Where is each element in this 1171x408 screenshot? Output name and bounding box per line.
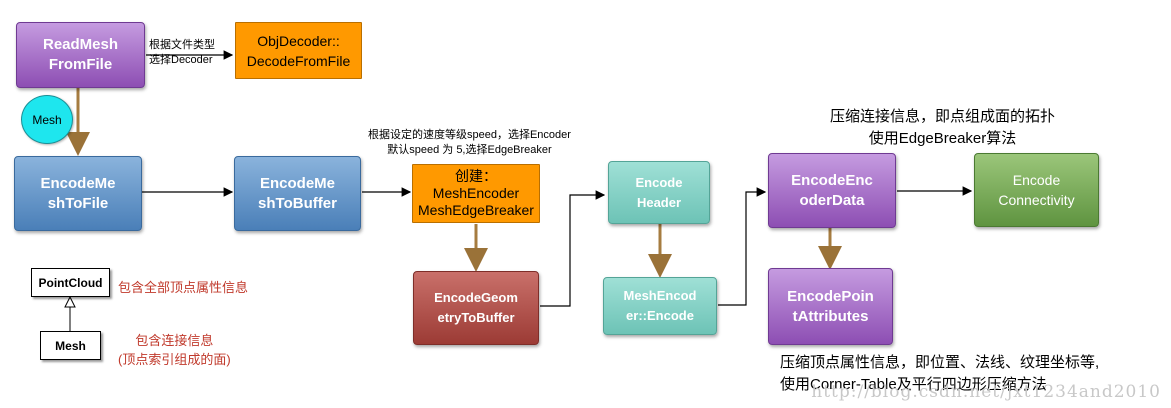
label-attributes-note: 压缩顶点属性信息，即位置、法线、纹理坐标等, 使用Corner-Table及平行… <box>780 354 1100 393</box>
label-speed-select: 根据设定的速度等级speed，选择Encoder 默认speed 为 5,选择E… <box>368 129 571 156</box>
node-encode-header: Encode Header <box>608 161 710 224</box>
node-mesh-box: Mesh <box>40 331 101 360</box>
node-encode-connectivity: Encode Connectivity <box>974 153 1099 227</box>
arrow-geometry-header <box>540 190 606 307</box>
node-create-encoder: 创建： MeshEncoder MeshEdgeBreaker <box>412 164 540 223</box>
node-encode-mesh-to-file: EncodeMe shToFile <box>14 156 142 231</box>
label-connectivity-note: 压缩连接信息，即点组成面的拓扑 使用EdgeBreaker算法 <box>830 108 1056 147</box>
node-encode-geometry-to-buffer: EncodeGeom etryToBuffer <box>413 271 539 345</box>
label-mesh-note: 包含连接信息 (顶点索引组成的面) <box>118 333 231 367</box>
node-encode-point-attributes: EncodePoin tAttributes <box>768 268 893 345</box>
label-point-cloud-note: 包含全部顶点属性信息 <box>118 280 249 295</box>
label-by-file-type: 根据文件类型 选择Decoder <box>149 39 215 66</box>
node-encode-mesh-to-buffer: EncodeMe shToBuffer <box>234 156 361 231</box>
node-read-mesh-from-file: ReadMesh FromFile <box>16 22 145 88</box>
node-encode-encoder-data: EncodeEnc oderData <box>768 153 896 228</box>
arrow-meshencode-encoderdata <box>718 187 767 306</box>
node-point-cloud: PointCloud <box>31 268 110 297</box>
node-mesh-circle: Mesh <box>21 95 73 144</box>
watermark: http://blog.csdn.net/jxt1234and2010 <box>811 382 1161 402</box>
node-obj-decoder: ObjDecoder:: DecodeFromFile <box>235 22 362 79</box>
node-mesh-encoder-encode: MeshEncod er::Encode <box>603 277 717 335</box>
